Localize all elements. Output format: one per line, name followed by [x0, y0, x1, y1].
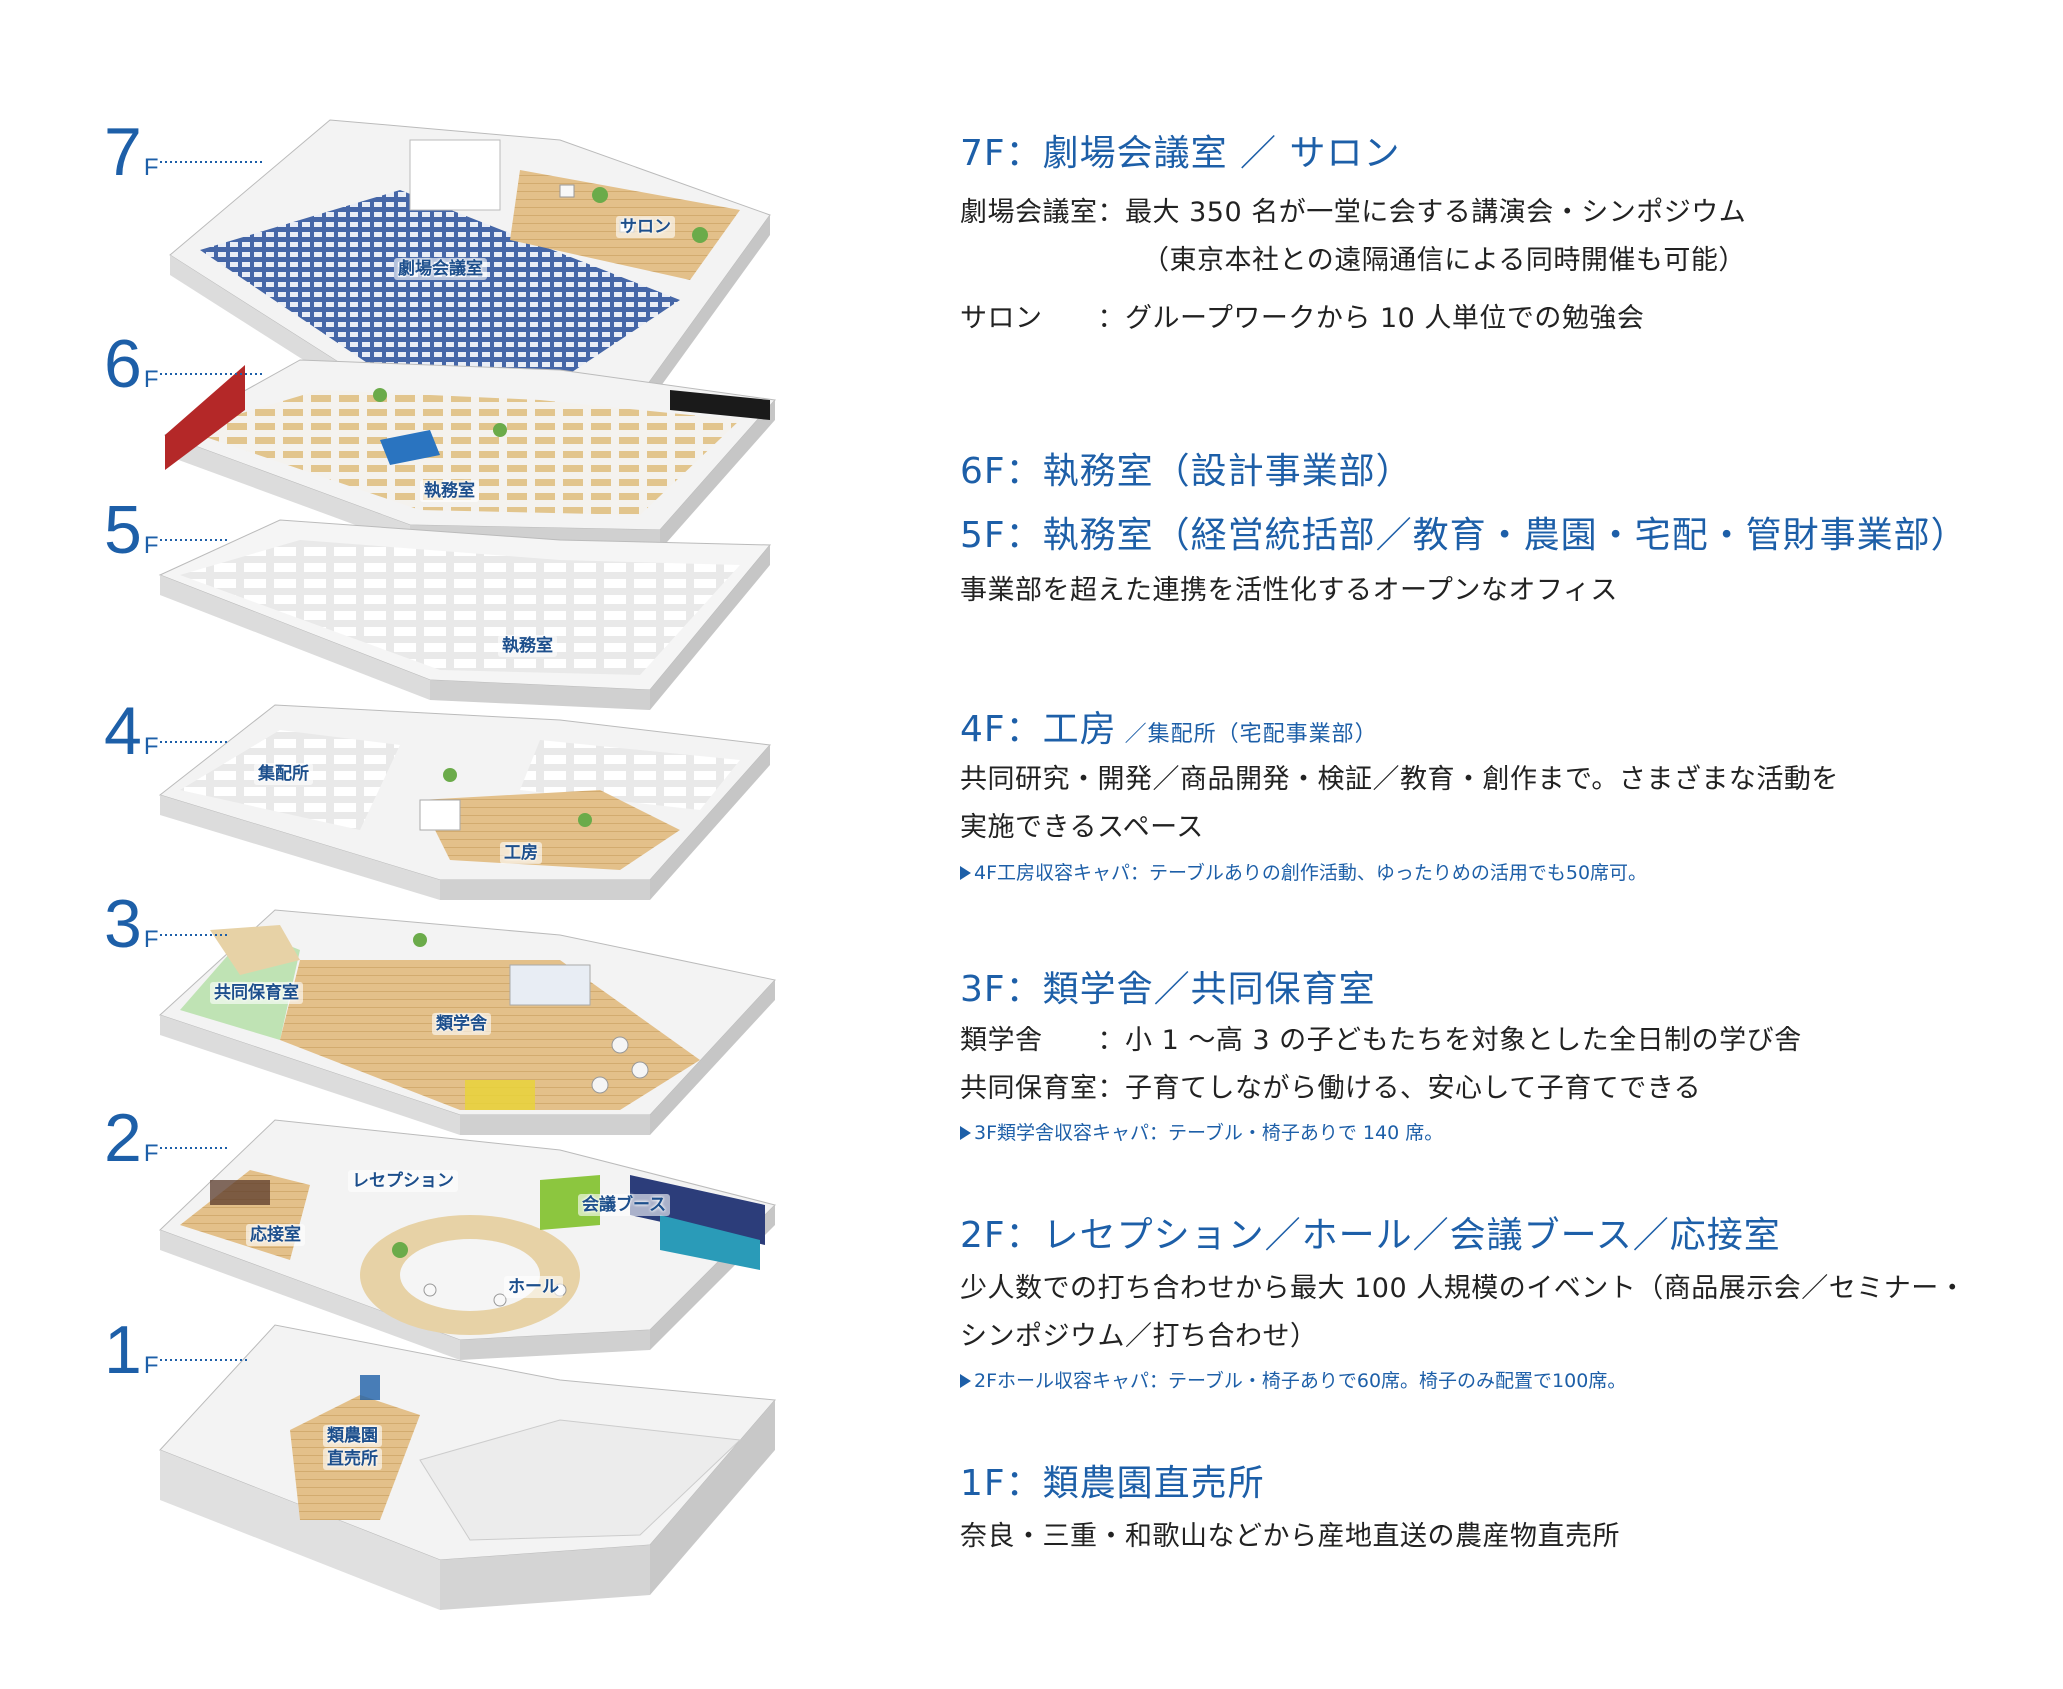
floor-label-1: 1F	[104, 1316, 159, 1384]
floor-2-model	[159, 1119, 776, 1360]
heading-3f: 3F：類学舎／共同保育室	[960, 969, 1376, 1010]
isometric-building-svg	[158, 119, 777, 1610]
room-label-nursery: 共同保育室	[210, 982, 303, 1005]
floor-suffix: F	[143, 926, 159, 953]
floor-4-model	[158, 704, 772, 900]
heading-7f: 7F：劇場会議室 ／ サロン	[960, 133, 1401, 174]
room-label-hall: ホール	[504, 1276, 563, 1299]
text-7f-salon: サロン ：グループワークから 10 人単位での勉強会	[960, 303, 1645, 334]
floor-label-6: 6F	[104, 330, 159, 398]
floor-suffix: F	[143, 366, 159, 393]
heading-4f-sub: ／集配所（宅配事業部）	[1124, 722, 1378, 747]
heading-6f: 6F：執務室（設計事業部）	[960, 451, 1413, 492]
floor-6-model	[163, 359, 776, 550]
floor-number: 1	[104, 1312, 142, 1388]
text-5f-office: 事業部を超えた連携を活性化するオープンなオフィス	[960, 575, 1618, 606]
floor-3-model	[159, 909, 776, 1135]
heading-1f: 1F：類農園直売所	[960, 1463, 1265, 1504]
caption-4f: 4F工房収容キャパ：テーブルありの創作活動、ゆったりめの活用でも50席可。	[960, 858, 1647, 885]
floor-1-model	[159, 1324, 777, 1610]
floor-suffix: F	[143, 1352, 159, 1379]
text-7f-theater: 劇場会議室：最大 350 名が一堂に会する講演会・シンポジウム	[960, 197, 1747, 228]
heading-2f: 2F：レセプション／ホール／会議ブース／応接室	[960, 1215, 1781, 1256]
text-3f-nursery: 共同保育室：子育てしながら働ける、安心して子育てできる	[960, 1073, 1702, 1104]
text-2f-line2: シンポジウム／打ち合わせ）	[960, 1321, 1318, 1352]
triangle-bullet-icon	[960, 866, 971, 880]
floor-suffix: F	[143, 733, 159, 760]
floor-number: 6	[104, 326, 142, 402]
floor-label-7: 7F	[104, 118, 159, 186]
triangle-bullet-icon	[960, 1374, 971, 1388]
text-3f-school: 類学舎 ：小 1 〜高 3 の子どもたちを対象とした全日制の学び舎	[960, 1025, 1802, 1056]
floor-label-4: 4F	[104, 697, 159, 765]
room-label-guest: 応接室	[246, 1224, 305, 1247]
floor-number: 3	[104, 886, 142, 962]
room-label-workshop: 工房	[500, 842, 542, 865]
caption-2f: 2Fホール収容キャパ：テーブル・椅子ありで60席。椅子のみ配置で100席。	[960, 1366, 1626, 1393]
text-2f-line1: 少人数での打ち合わせから最大 100 人規模のイベント（商品展示会／セミナー・	[960, 1273, 1967, 1304]
room-label-office-5f: 執務室	[498, 635, 557, 658]
triangle-bullet-icon	[960, 1126, 971, 1140]
caption-3f-text: 3F類学舎収容キャパ：テーブル・椅子ありで 140 席。	[974, 1122, 1444, 1144]
room-label-theater: 劇場会議室	[394, 258, 487, 281]
floor-suffix: F	[143, 532, 159, 559]
floor-number: 7	[104, 114, 142, 190]
floor-stack-illustration: 7F 6F 5F 4F 3F 2F 1F 劇場会議室 サロン 執務室 執務室 集…	[0, 0, 900, 1685]
caption-4f-text: 4F工房収容キャパ：テーブルありの創作活動、ゆったりめの活用でも50席可。	[974, 862, 1648, 884]
room-label-delivery: 集配所	[254, 763, 313, 786]
room-label-shop-1: 類農園	[323, 1425, 382, 1448]
heading-4f-main: 4F：工房	[960, 709, 1117, 750]
room-label-reception: レセプション	[348, 1170, 458, 1193]
caption-3f: 3F類学舎収容キャパ：テーブル・椅子ありで 140 席。	[960, 1118, 1443, 1145]
floor-number: 4	[104, 693, 142, 769]
caption-2f-text: 2Fホール収容キャパ：テーブル・椅子ありで60席。椅子のみ配置で100席。	[974, 1370, 1627, 1392]
floor-number: 5	[104, 492, 142, 568]
text-7f-remote: （東京本社との遠隔通信による同時開催も可能）	[1142, 245, 1746, 276]
room-label-office-6f: 執務室	[420, 480, 479, 503]
floor-label-2: 2F	[104, 1104, 159, 1172]
text-4f-line1: 共同研究・開発／商品開発・検証／教育・創作まで。さまざまな活動を	[960, 764, 1839, 795]
room-label-shop-2: 直売所	[323, 1448, 382, 1471]
text-4f-line2: 実施できるスペース	[960, 812, 1204, 843]
heading-4f: 4F：工房 ／集配所（宅配事業部）	[960, 700, 1378, 752]
floor-suffix: F	[143, 154, 159, 181]
floor-5-model	[158, 519, 772, 710]
floor-number: 2	[104, 1100, 142, 1176]
floor-label-3: 3F	[104, 890, 159, 958]
heading-5f: 5F：執務室（経営統括部／教育・農園・宅配・管財事業部）	[960, 515, 1968, 556]
floor-label-5: 5F	[104, 496, 159, 564]
floor-suffix: F	[143, 1140, 159, 1167]
room-label-booth: 会議ブース	[578, 1194, 671, 1217]
room-label-salon: サロン	[616, 216, 675, 239]
text-1f-shop: 奈良・三重・和歌山などから産地直送の農産物直売所	[960, 1521, 1620, 1552]
room-label-school: 類学舎	[432, 1013, 491, 1036]
